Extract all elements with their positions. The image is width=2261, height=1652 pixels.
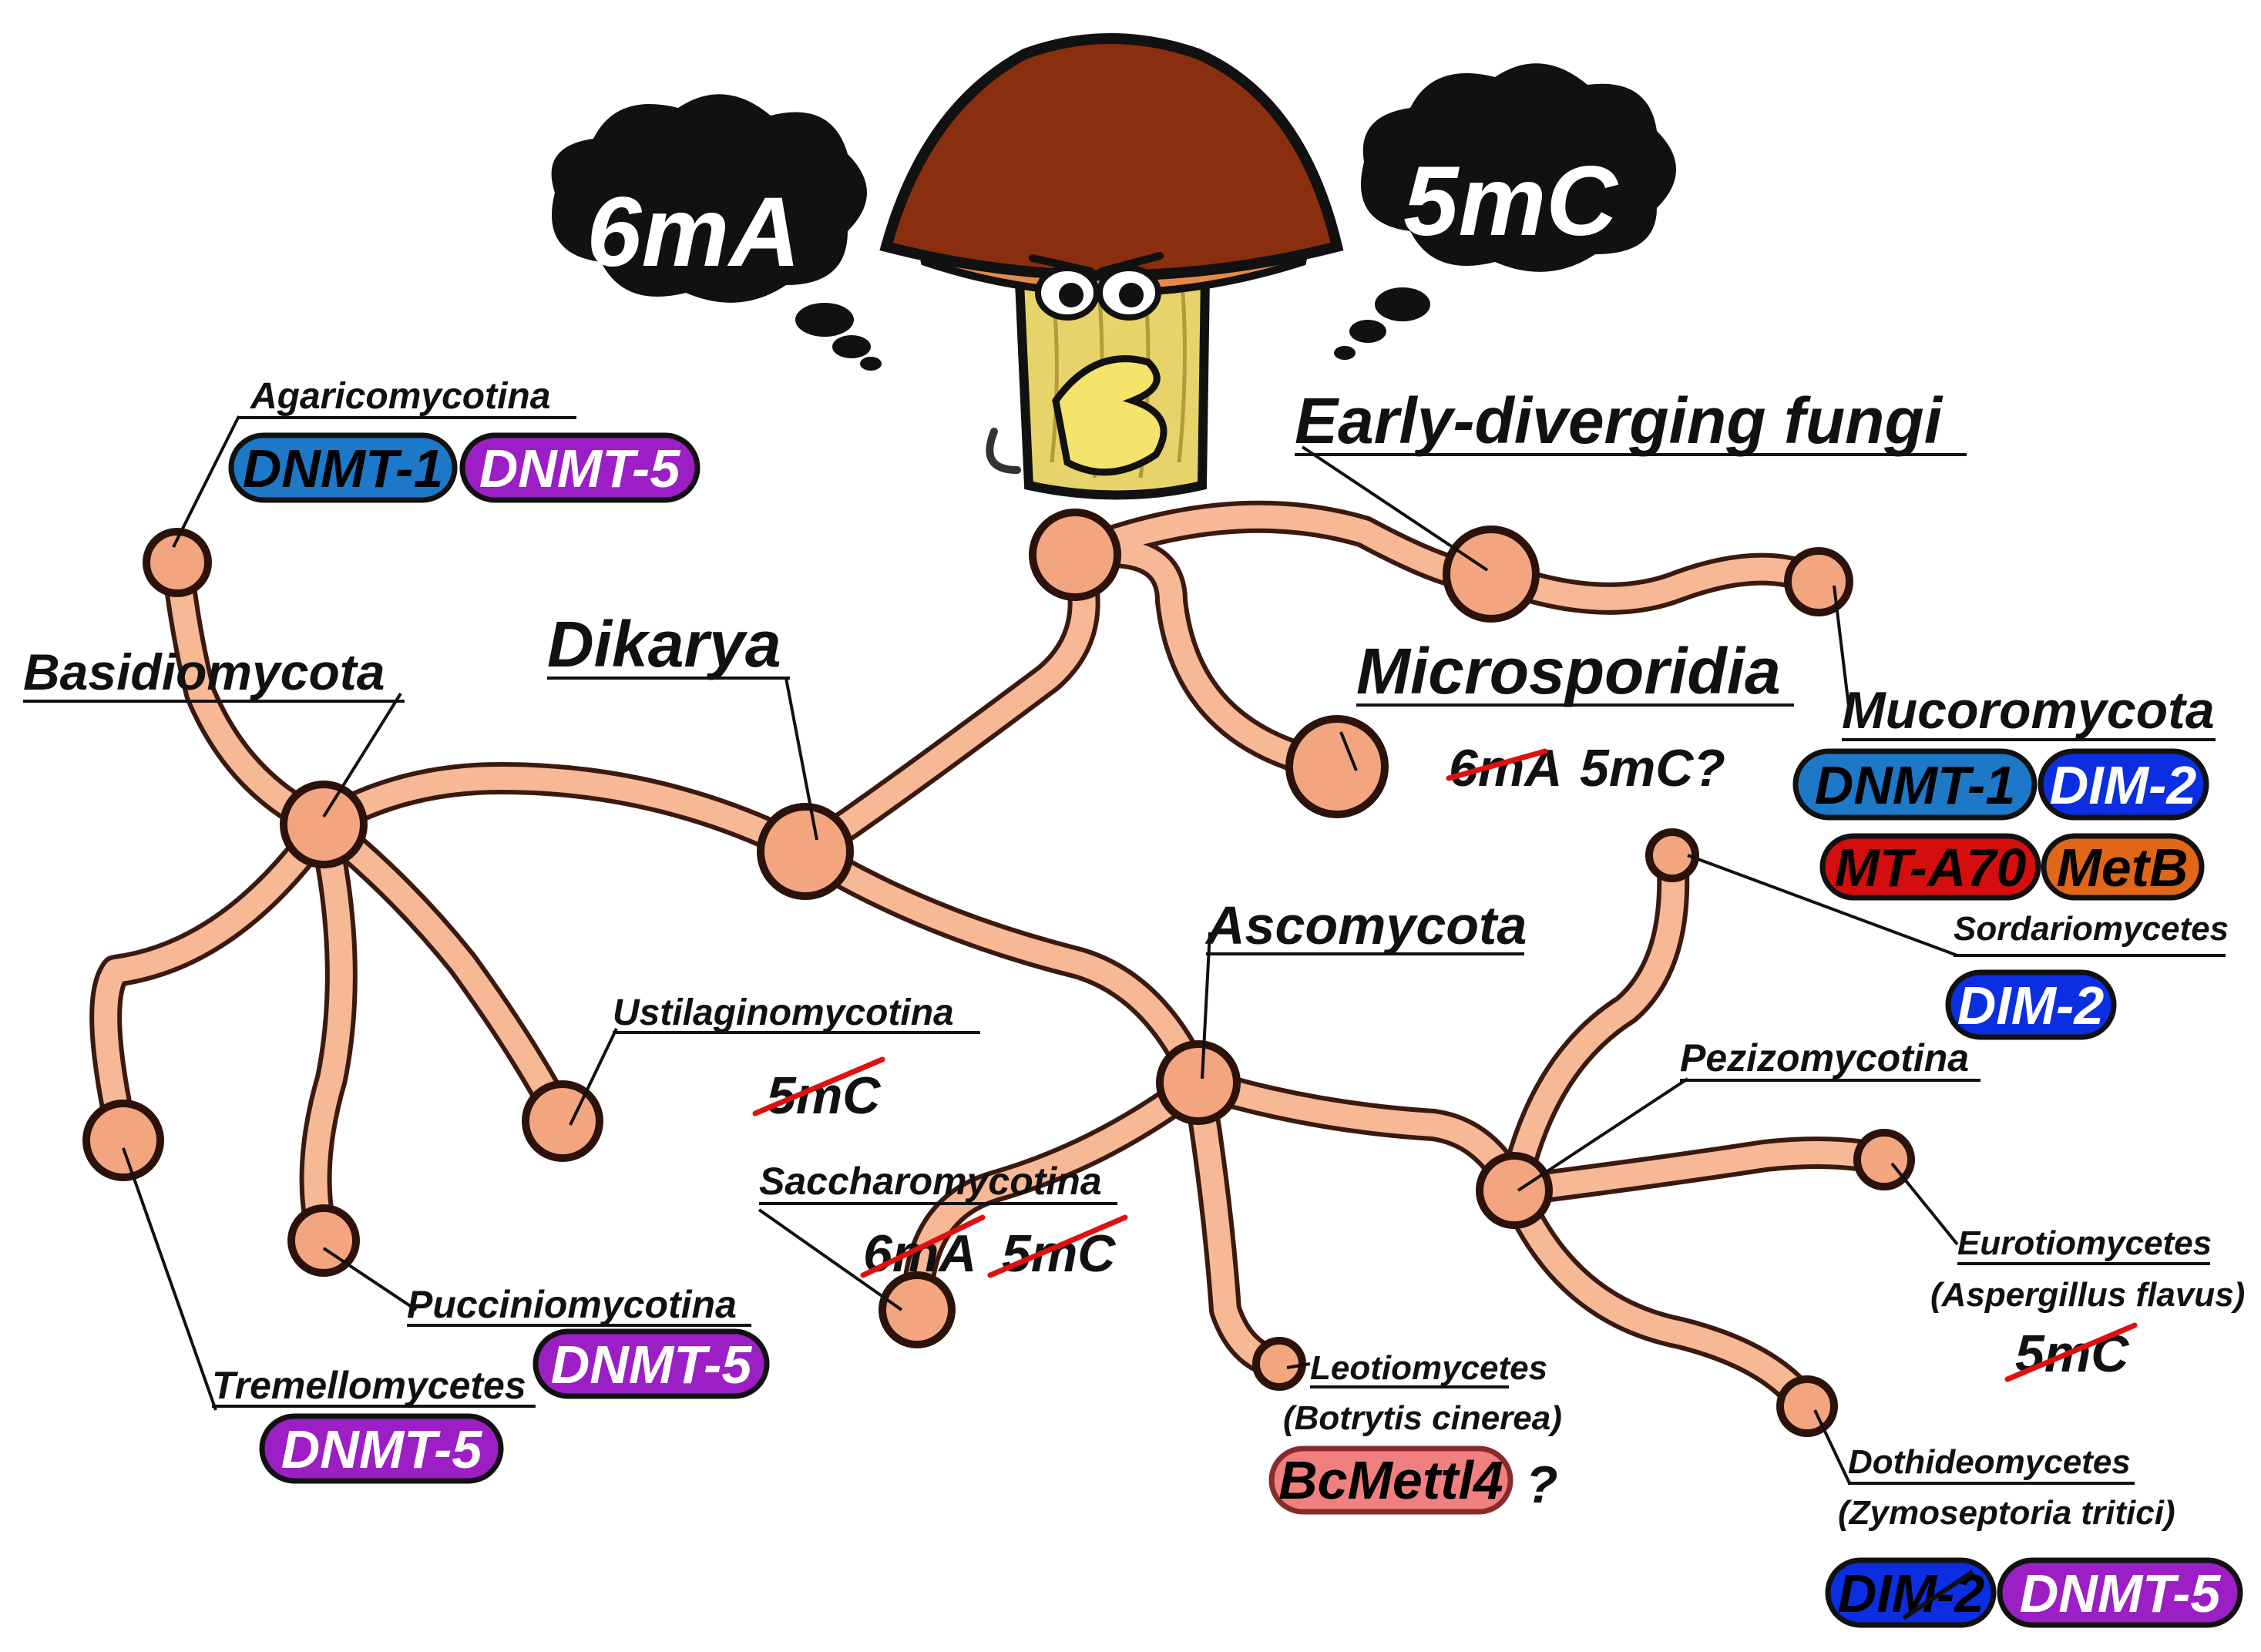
label-zymoseptoria-tritici: (Zymoseptoria tritici) bbox=[1838, 1494, 2175, 1532]
svg-text:DIM-2: DIM-2 bbox=[2050, 755, 2197, 815]
label-ascomycota: Ascomycota bbox=[1204, 895, 1527, 955]
svg-text:DNMT-1: DNMT-1 bbox=[1815, 755, 2016, 815]
node-mucoromycota bbox=[1784, 547, 1853, 616]
thought-6ma: 6mA bbox=[586, 177, 800, 287]
svg-text:DNMT-5: DNMT-5 bbox=[479, 438, 681, 499]
pill-mucoromycota-metb: MetB bbox=[2041, 833, 2205, 901]
hypha-pezizo-to-euro bbox=[1503, 1141, 1896, 1202]
thought-5mc: 5mC bbox=[1403, 146, 1618, 257]
node-sordariomycetes bbox=[1645, 828, 1699, 882]
node-early-diverging bbox=[1443, 525, 1540, 623]
label-ustilaginomycotina: Ustilaginomycotina bbox=[613, 992, 954, 1033]
label-microsporidia: Microsporidia bbox=[1356, 635, 1781, 707]
pill-leotiomycetes-bcmettl4: BcMettl4 bbox=[1268, 1446, 1513, 1515]
mark-microsporidia-5mc: 5mC? bbox=[1580, 739, 1725, 797]
node-root bbox=[1029, 509, 1121, 601]
methylation-marks: 6mA 5mC? 5mC 6mA 5mC 5mC ? bbox=[752, 739, 2138, 1514]
label-pucciniomycotina: Pucciniomycotina bbox=[407, 1283, 737, 1326]
node-basidiomycota bbox=[280, 781, 368, 868]
pill-mucoromycota-mta70: MT-A70 bbox=[1819, 833, 2041, 901]
node-leotiomycetes bbox=[1252, 1337, 1306, 1391]
label-aspergillus-flavus: (Aspergillus flavus) bbox=[1930, 1276, 2245, 1314]
clade-labels: Early-diverging fungi Dikarya Basidiomyc… bbox=[23, 376, 2245, 1532]
pill-tremellomycetes-dnmt5: DNMT-5 bbox=[259, 1413, 504, 1484]
node-tremellomycetes bbox=[82, 1100, 164, 1181]
thought-cloud-left: 6mA bbox=[551, 94, 882, 371]
node-pezizomycotina bbox=[1476, 1152, 1553, 1229]
hypha-asco-to-pezizo bbox=[1187, 1071, 1526, 1202]
hypha-pezizo-to-dothideo bbox=[1503, 1179, 1819, 1418]
label-dothideomycetes: Dothideomycetes bbox=[1848, 1443, 2131, 1481]
hypha-asco-to-leotio bbox=[1187, 1071, 1291, 1375]
svg-text:DNMT-5: DNMT-5 bbox=[2020, 1563, 2222, 1623]
node-dothideomycetes bbox=[1776, 1375, 1838, 1437]
node-saccharomycotina bbox=[879, 1271, 956, 1348]
hypha-basidio-to-agarico bbox=[166, 551, 335, 836]
node-pucciniomycotina bbox=[287, 1204, 360, 1277]
pill-dothideomycetes-dnmt5: DNMT-5 bbox=[1997, 1557, 2243, 1628]
node-eurotiomycetes bbox=[1853, 1129, 1915, 1190]
hyphae-network bbox=[82, 500, 1915, 1437]
label-mucoromycota: Mucoromycota bbox=[1842, 681, 2215, 740]
label-tremellomycetes: Tremellomycetes bbox=[212, 1364, 526, 1407]
mark-leotiomycetes-question: ? bbox=[1526, 1456, 1558, 1514]
svg-text:DNMT-1: DNMT-1 bbox=[243, 438, 444, 499]
mark-ustilaginomycotina-5mc: 5mC bbox=[767, 1066, 881, 1125]
enzyme-pills: DNMT-1 DNMT-5 DNMT-1 DIM-2 MT-A70 MetB D… bbox=[228, 432, 2243, 1628]
label-early-diverging-fungi: Early-diverging fungi bbox=[1295, 384, 1944, 457]
hypha-early-to-mucoro bbox=[1480, 557, 1830, 610]
svg-text:DNMT-5: DNMT-5 bbox=[281, 1419, 483, 1479]
label-basidiomycota: Basidiomycota bbox=[23, 643, 385, 700]
mark-microsporidia-6ma: 6mA bbox=[1449, 739, 1562, 797]
leader-lines bbox=[122, 415, 1959, 1484]
svg-text:MT-A70: MT-A70 bbox=[1835, 838, 2027, 898]
node-dikarya bbox=[757, 803, 854, 900]
pill-agaricomycotina-dnmt5: DNMT-5 bbox=[459, 432, 700, 503]
label-pezizomycotina: Pezizomycotina bbox=[1680, 1036, 1969, 1080]
pill-agaricomycotina-dnmt1: DNMT-1 bbox=[228, 432, 458, 503]
node-microsporidia bbox=[1285, 715, 1389, 818]
hypha-basidio-to-ustilago bbox=[312, 813, 574, 1133]
svg-text:DIM-2: DIM-2 bbox=[1957, 975, 2105, 1036]
label-agaricomycotina: Agaricomycotina bbox=[250, 376, 550, 417]
hypha-basidio-to-puccinio bbox=[304, 813, 353, 1252]
pill-pucciniomycotina-dnmt5: DNMT-5 bbox=[532, 1328, 770, 1399]
pill-mucoromycota-dim2: DIM-2 bbox=[2038, 748, 2209, 821]
label-leotiomycetes: Leotiomycetes bbox=[1310, 1349, 1547, 1387]
mushroom-mascot-icon bbox=[879, 33, 1344, 500]
hypha-dikarya-to-asco bbox=[794, 840, 1210, 1094]
hypha-basidio-to-tremello bbox=[94, 813, 335, 1152]
pill-sordariomycetes-dim2: DIM-2 bbox=[1945, 969, 2117, 1040]
mark-saccharomycotina-5mc: 5mC bbox=[1002, 1224, 1116, 1283]
label-botrytis-cinerea: (Botrytis cinerea) bbox=[1283, 1399, 1562, 1437]
hypha-outline-root-to-dikarya bbox=[789, 539, 1100, 868]
node-agaricomycotina bbox=[143, 528, 212, 597]
hypha-dikarya-to-basidio bbox=[312, 767, 817, 863]
hypha-root-to-microsporidia bbox=[1063, 540, 1349, 778]
svg-text:BcMettl4: BcMettl4 bbox=[1278, 1450, 1503, 1510]
hypha-pezizo-to-sordario bbox=[1503, 844, 1685, 1202]
svg-text:MetB: MetB bbox=[2056, 838, 2188, 898]
node-ustilaginomycotina bbox=[522, 1080, 603, 1162]
pill-dothideomycetes-dim2: DIM-2 bbox=[1825, 1557, 1997, 1628]
node-ascomycota bbox=[1156, 1040, 1241, 1125]
label-eurotiomycetes: Eurotiomycetes bbox=[1957, 1224, 2212, 1262]
mark-saccharomycotina-6ma: 6mA bbox=[863, 1224, 976, 1283]
label-sordariomycetes: Sordariomycetes bbox=[1954, 910, 2229, 948]
svg-text:DNMT-5: DNMT-5 bbox=[551, 1335, 753, 1395]
hypha-asco-to-saccharo bbox=[905, 1071, 1210, 1321]
thought-cloud-right: 5mC bbox=[1334, 63, 1676, 360]
label-saccharomycotina: Saccharomycotina bbox=[759, 1160, 1102, 1203]
label-dikarya: Dikarya bbox=[547, 608, 781, 680]
pill-mucoromycota-dnmt1: DNMT-1 bbox=[1792, 748, 2038, 821]
